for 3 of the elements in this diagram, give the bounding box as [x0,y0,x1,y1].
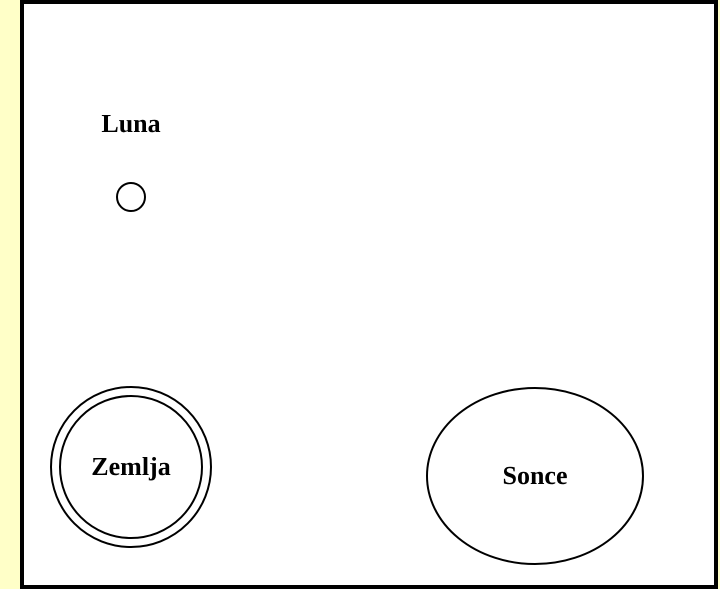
node-label: Zemlja [91,454,171,480]
node-label: Luna [101,111,161,137]
node-label: Sonce [502,463,568,489]
